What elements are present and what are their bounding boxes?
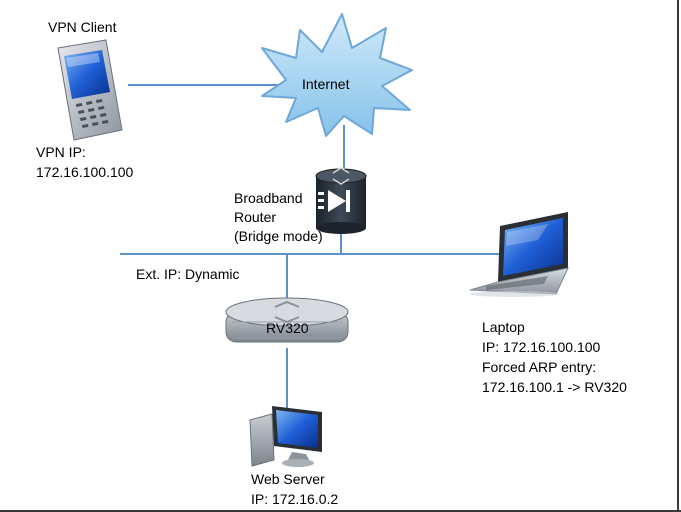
- cloud-icon: [261, 13, 413, 137]
- firewall-router-icon: [225, 297, 349, 343]
- laptop-icon: [469, 212, 569, 297]
- broadband-router-label-1: Broadband: [234, 190, 303, 206]
- laptop-arp-label: Forced ARP entry:: [482, 359, 597, 375]
- laptop-name: Laptop: [482, 319, 525, 335]
- web-server-ip: IP: 172.16.0.2: [251, 491, 339, 507]
- ext-ip-label: Ext. IP: Dynamic: [136, 266, 240, 282]
- laptop-ip: IP: 172.16.100.100: [482, 339, 601, 355]
- router-icon: [315, 167, 367, 234]
- laptop-arp-value: 172.16.100.1 -> RV320: [482, 379, 627, 395]
- frame-border-bottom: [0, 510, 681, 512]
- web-server-name: Web Server: [251, 471, 325, 487]
- connection-lines: [120, 84, 528, 412]
- vpn-client-ip-label: VPN IP:: [36, 144, 86, 160]
- internet-label: Internet: [302, 76, 350, 92]
- frame-border-right: [677, 0, 679, 512]
- rv320-label: RV320: [266, 320, 309, 336]
- server-computer-icon: [249, 406, 322, 467]
- vpn-client-ip: 172.16.100.100: [36, 164, 134, 180]
- smartphone-icon: [57, 39, 123, 141]
- vpn-client-name: VPN Client: [48, 19, 117, 35]
- broadband-router-label-3: (Bridge mode): [234, 228, 323, 244]
- broadband-router-label-2: Router: [234, 209, 277, 225]
